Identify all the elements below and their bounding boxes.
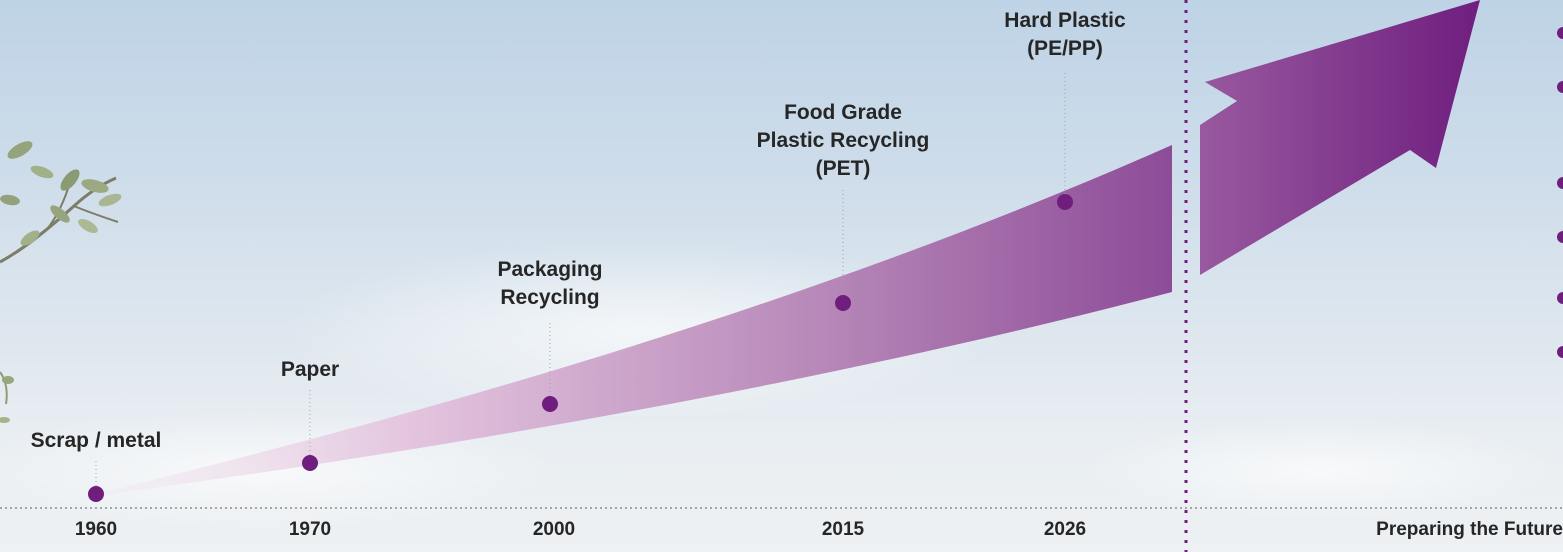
milestone-label-line: (PE/PP) [1027,37,1103,60]
bullet-dot [1557,231,1563,243]
milestone-label-line: Plastic Recycling [756,129,930,152]
bullet-dot [1557,27,1563,39]
bullet-dot [1557,292,1563,304]
milestone-dot-2026 [1057,194,1073,210]
milestone-label-line: Packaging [497,258,603,281]
year-label-1960: 1960 [74,519,118,540]
milestone-label-pet: Food Grade Plastic Recycling (PET) [713,99,973,183]
milestone-label-line: Hard Plastic [1004,9,1126,32]
year-label-2026: 2026 [1043,519,1087,540]
future-arrow-head [1200,0,1480,275]
bullet-dot [1557,177,1563,189]
growth-arrow-body [95,145,1172,496]
milestone-label-line: Paper [280,358,340,381]
milestone-label-scrap-metal: Scrap / metal [0,427,192,455]
bullet-dot [1557,81,1563,93]
year-label-1970: 1970 [288,519,332,540]
milestone-label-packaging: Packaging Recycling [450,256,650,312]
bullet-dot [1557,346,1563,358]
cloud [1080,420,1560,520]
milestone-label-paper: Paper [250,356,370,384]
year-label-2015: 2015 [821,519,865,540]
year-label-2000: 2000 [532,519,576,540]
milestone-label-pe-pp: Hard Plastic (PE/PP) [965,7,1165,63]
milestone-dot-1970 [302,455,318,471]
leader-lines [95,72,1066,494]
milestone-label-line: (PET) [815,157,871,180]
milestone-dot-1960 [88,486,104,502]
future-bullets [1557,27,1563,358]
milestone-dot-2015 [835,295,851,311]
milestone-label-line: Food Grade [784,101,902,124]
tree-branch-illustration [0,141,122,423]
future-label: Preparing the Future [1376,519,1563,540]
milestone-label-line: Scrap / metal [30,429,162,452]
milestone-label-line: Recycling [500,286,600,309]
milestone-dot-2000 [542,396,558,412]
